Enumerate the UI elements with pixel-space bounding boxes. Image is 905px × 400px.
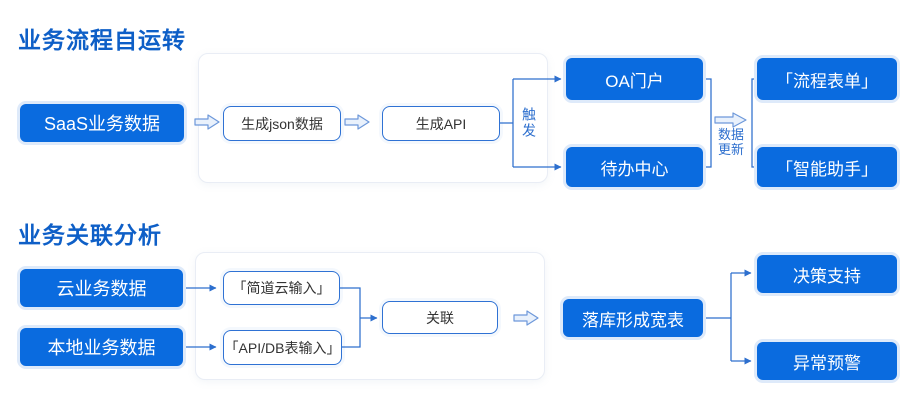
node-saas-data: SaaS业务数据 xyxy=(20,104,184,142)
data-update-label: 数据更新 xyxy=(717,127,744,158)
section-title-analysis: 业务关联分析 xyxy=(18,222,162,248)
trigger-label: 触发 xyxy=(521,107,537,139)
node-alert-warning: 异常预警 xyxy=(757,342,897,380)
node-cloud-data: 云业务数据 xyxy=(20,269,183,307)
node-wide-table: 落库形成宽表 xyxy=(563,299,703,337)
section-title-process-flow: 业务流程自运转 xyxy=(18,27,186,53)
node-process-form: 「流程表单」 xyxy=(757,58,897,100)
node-local-data: 本地业务数据 xyxy=(20,328,183,366)
node-oa-portal: OA门户 xyxy=(566,58,703,100)
node-associate: 关联 xyxy=(382,301,498,334)
flow-arrow-icon xyxy=(714,112,747,128)
node-generate-json: 生成json数据 xyxy=(223,106,341,141)
node-jdy-input: 「简道云输入」 xyxy=(223,271,340,305)
node-todo-center: 待办中心 xyxy=(566,147,703,187)
node-generate-api: 生成API xyxy=(382,106,500,141)
node-decision-support: 决策支持 xyxy=(757,255,897,293)
node-smart-assistant: 「智能助手」 xyxy=(757,147,897,187)
node-api-db-input: 「API/DB表输入」 xyxy=(223,330,342,365)
